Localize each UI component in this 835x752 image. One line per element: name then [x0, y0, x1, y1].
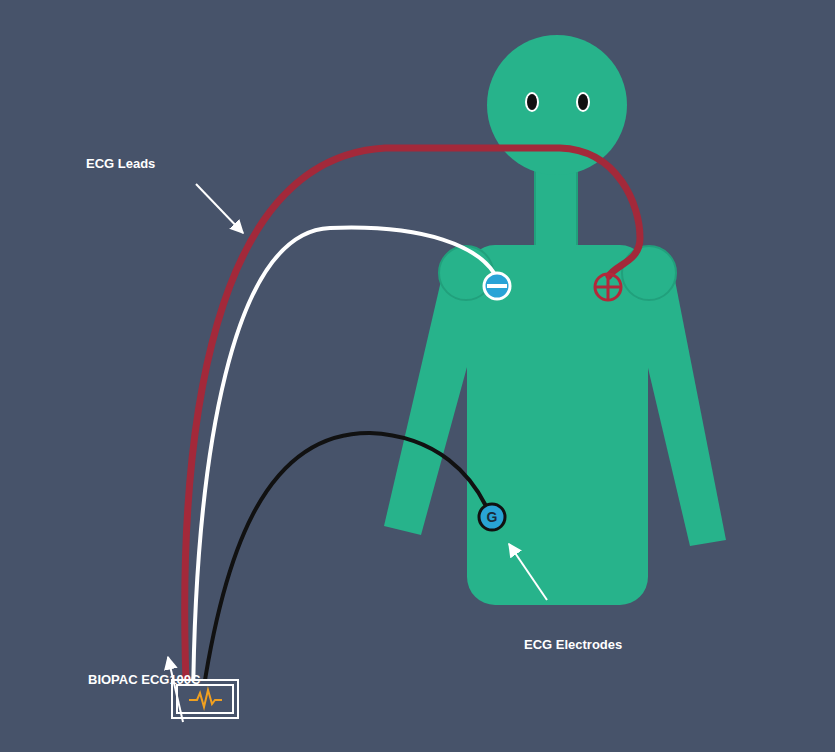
eye	[578, 94, 588, 110]
waveform-icon	[189, 690, 222, 707]
leader-arrow	[196, 184, 243, 233]
eye	[525, 92, 539, 112]
red-lead	[185, 148, 640, 706]
minus-sign	[487, 284, 507, 288]
callout-label: ECG Leads	[86, 157, 155, 170]
neck	[535, 170, 577, 250]
eye	[527, 94, 537, 110]
eye	[576, 92, 590, 112]
black-lead	[201, 433, 486, 706]
ground-electrode	[479, 504, 505, 530]
negative-electrode	[484, 273, 510, 299]
torso	[467, 245, 648, 605]
shoulder	[622, 246, 676, 300]
plus-sign	[596, 275, 620, 299]
leader-arrow	[509, 544, 547, 600]
leader-arrow	[168, 657, 183, 722]
head	[487, 35, 627, 175]
positive-electrode	[595, 274, 621, 300]
device-inner	[177, 685, 233, 713]
electrode-letter: G	[487, 510, 498, 524]
callout-label: BIOPAC ECG100C	[88, 673, 200, 686]
white-lead	[193, 228, 494, 706]
callout-label: ECG Electrodes	[524, 638, 622, 651]
